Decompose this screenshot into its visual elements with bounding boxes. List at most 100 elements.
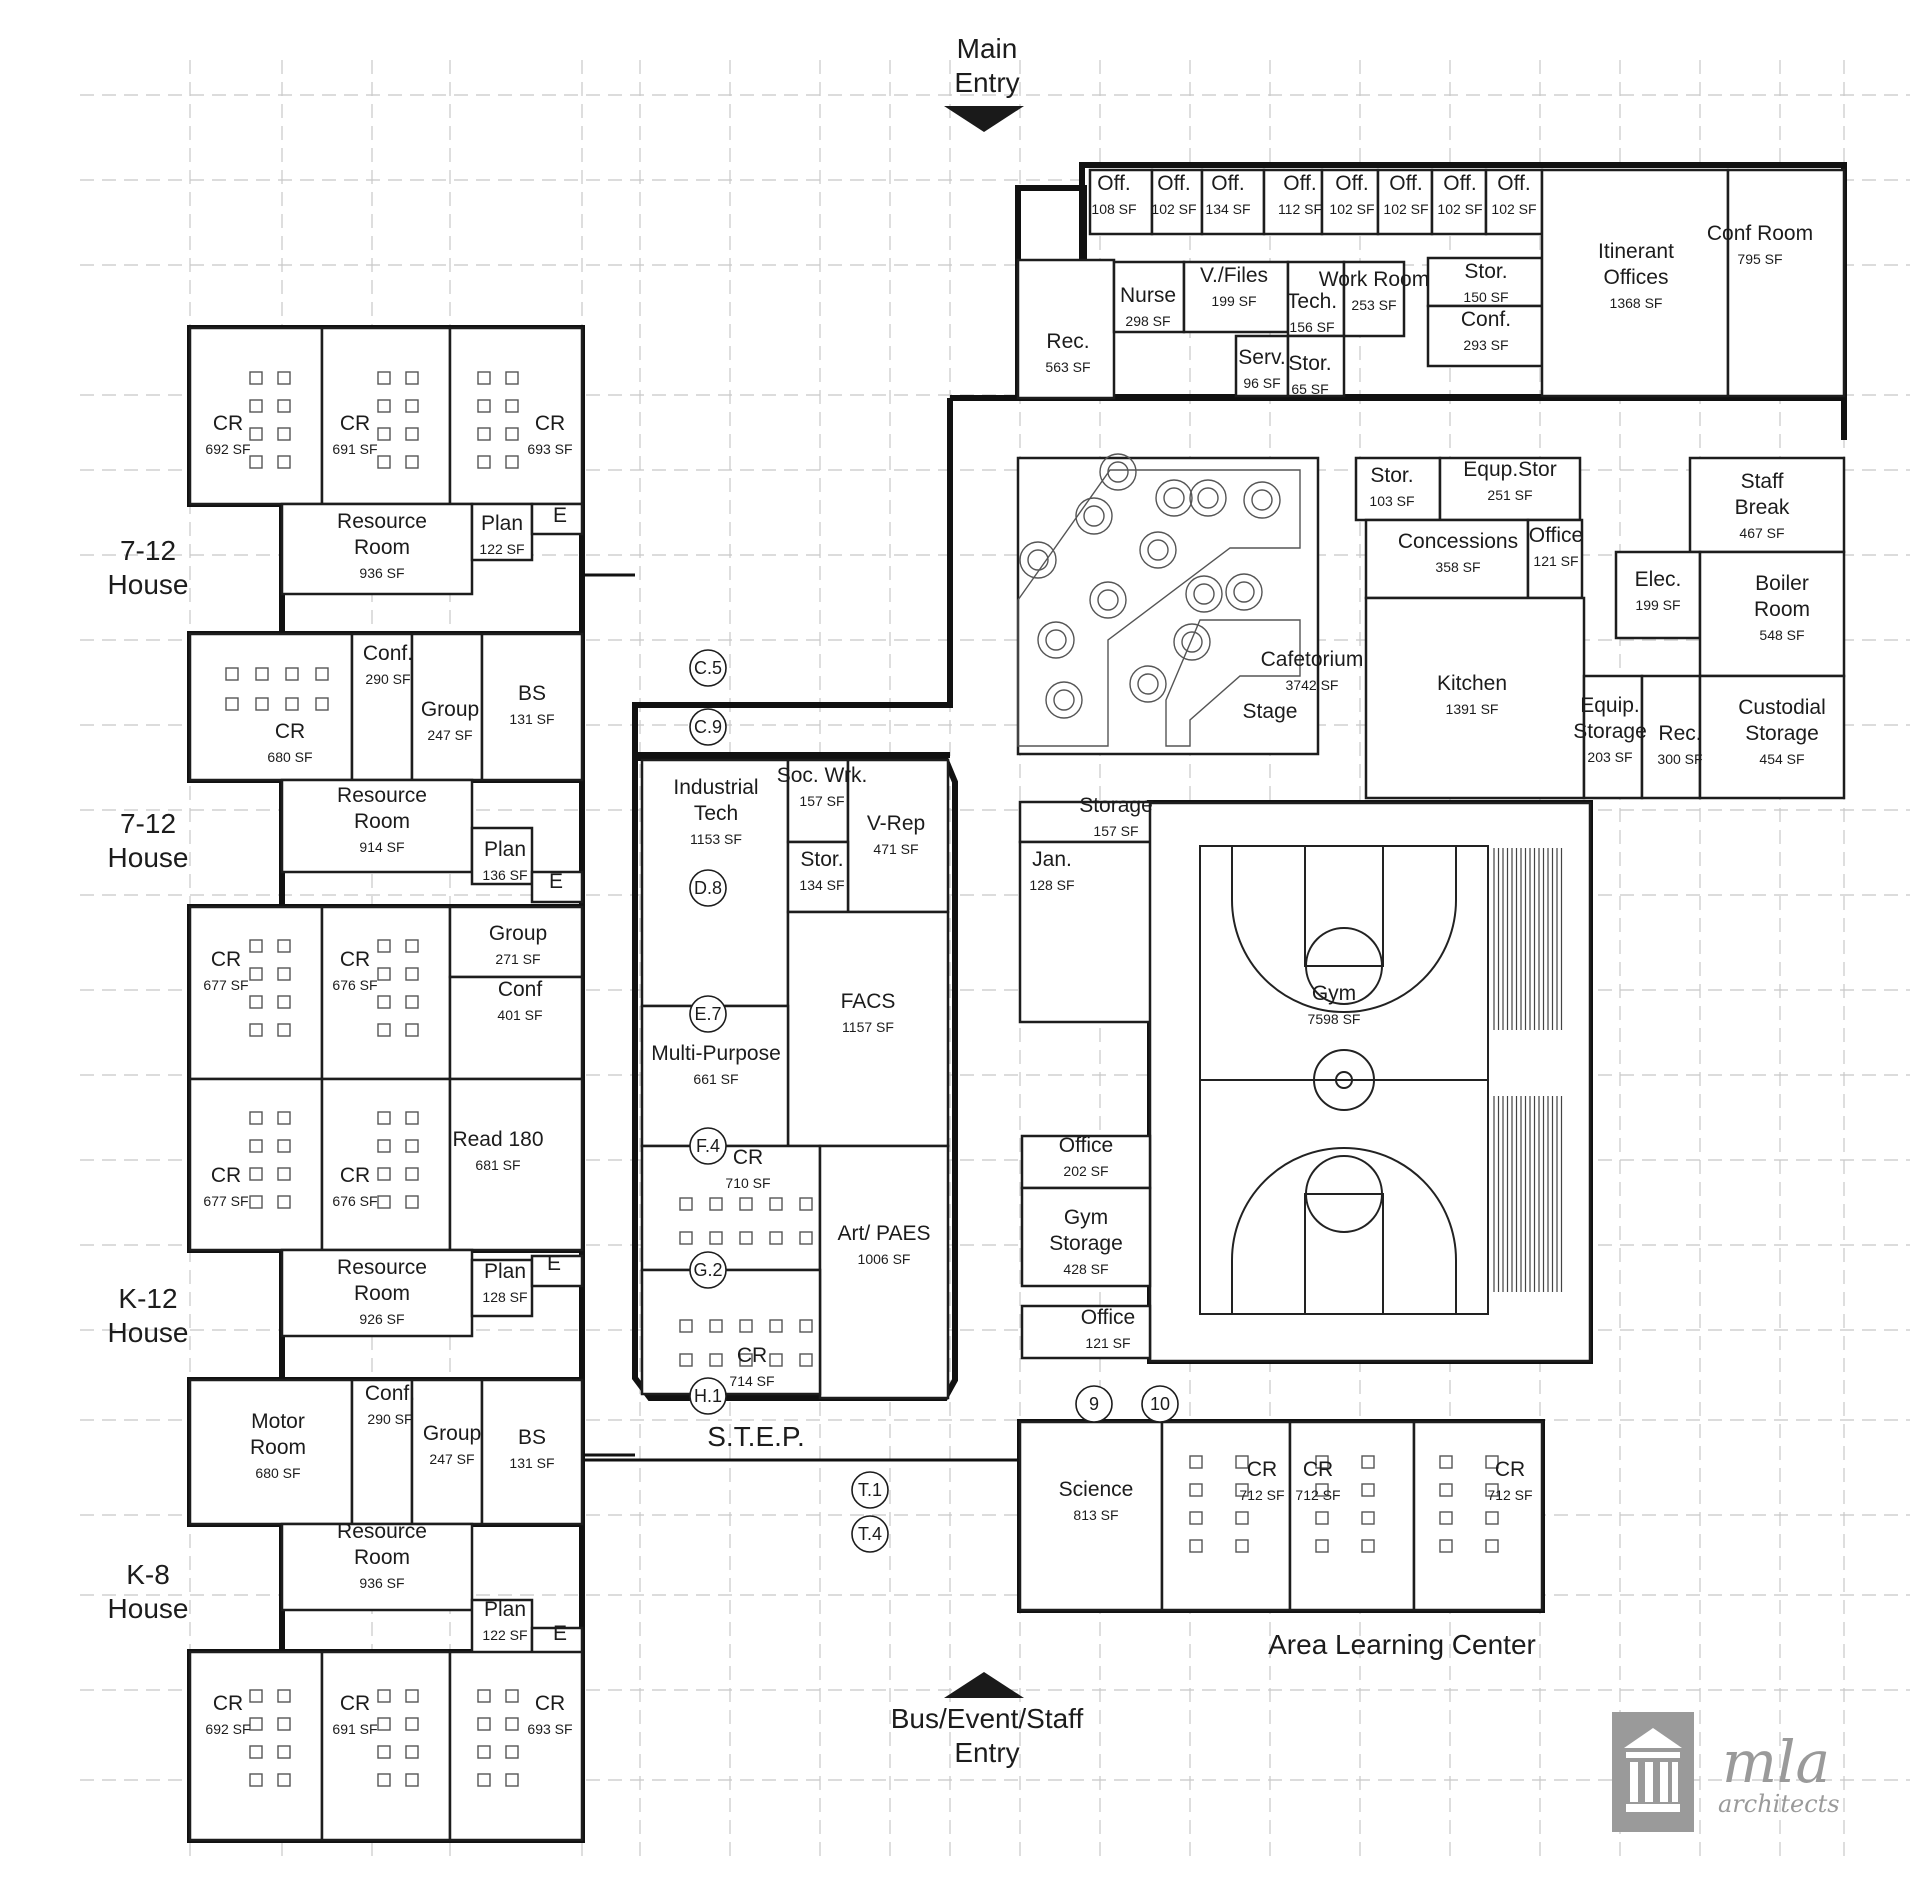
grid-tag-label: D.8 [694, 878, 722, 898]
room-name: Off. [1335, 172, 1368, 195]
main-entry-arrow [944, 106, 1024, 132]
room-name: Multi-Purpose [651, 1042, 781, 1065]
room-area: 661 SF [693, 1071, 738, 1087]
room-area: 401 SF [497, 1007, 542, 1023]
room-name: Group [489, 922, 547, 945]
room-label: Rec.300 SF [1657, 722, 1702, 767]
room-name: Jan. [1032, 848, 1072, 871]
room-area: 131 SF [509, 711, 554, 727]
room-name: Equip. [1580, 694, 1640, 717]
room-area: 1391 SF [1446, 701, 1499, 717]
room-name: CR [340, 1164, 370, 1187]
room-name: Cafetorium [1261, 648, 1364, 671]
grid-tag-label: 9 [1089, 1394, 1099, 1414]
room-area: 693 SF [527, 441, 572, 457]
room-label: Multi-Purpose 661 SF [651, 1042, 781, 1087]
room-area: 253 SF [1351, 297, 1396, 313]
room-name: Stor. [800, 848, 843, 871]
room-area: 358 SF [1435, 559, 1480, 575]
room-name: Off. [1497, 172, 1530, 195]
room-label: Office 202 SF [1059, 1134, 1113, 1179]
room-name: Conf [498, 978, 543, 1001]
room-name: E [553, 504, 567, 527]
room-name: V./Files [1200, 264, 1268, 287]
room-name: Resource [337, 784, 427, 807]
house-label-2a: 7-12 [120, 808, 176, 839]
room-area: 691 SF [332, 441, 377, 457]
room-name: CR [1247, 1458, 1277, 1481]
room-name: Group [423, 1422, 481, 1445]
room-name: Storage [1049, 1232, 1123, 1255]
room-name: CR [733, 1146, 763, 1169]
room-label: E [547, 1252, 561, 1275]
room-area: 199 SF [1211, 293, 1256, 309]
room-name: Plan [484, 838, 526, 861]
grid-tag-label: T.1 [858, 1480, 882, 1500]
room-area: 65 SF [1291, 381, 1328, 397]
room-name: Office [1059, 1134, 1113, 1157]
room-name: CR [213, 412, 243, 435]
room-area: 121 SF [1085, 1335, 1130, 1351]
room-name: Off. [1443, 172, 1476, 195]
bus-entry-label-2: Entry [954, 1737, 1019, 1768]
area-learning-center-label: Area Learning Center [1268, 1629, 1536, 1660]
room-name: Stor. [1370, 464, 1413, 487]
room-area: 3742 SF [1286, 677, 1339, 693]
room-name: Concessions [1398, 530, 1518, 553]
bus-entry-arrow [944, 1672, 1024, 1698]
grid-tag: G.2 [689, 1251, 727, 1289]
house-label-3a: K-12 [118, 1283, 177, 1314]
room-name: E [547, 1252, 561, 1275]
room-name: Nurse [1120, 284, 1176, 307]
room-area: 1368 SF [1610, 295, 1663, 311]
bus-entry-label-1: Bus/Event/Staff [891, 1703, 1084, 1734]
house-label-2b: House [108, 842, 189, 873]
room-area: 202 SF [1063, 1163, 1108, 1179]
room-name: Conf. [365, 1382, 415, 1405]
cafetorium-seating [1017, 453, 1301, 747]
room-name: Motor [251, 1410, 305, 1433]
room-name: Equp.Stor [1463, 458, 1556, 481]
room-name: CR [340, 948, 370, 971]
room-label: Concessions 358 SF [1398, 530, 1518, 575]
room-area: 676 SF [332, 1193, 377, 1209]
room-area: 136 SF [482, 867, 527, 883]
room-name: Science [1059, 1478, 1134, 1501]
room-name: Art/ PAES [838, 1222, 931, 1245]
room-name: Room [354, 810, 410, 833]
room-name: Resource [337, 1520, 427, 1543]
room-area: 251 SF [1487, 487, 1532, 503]
room-name: Staff [1741, 470, 1784, 493]
main-entry-label-1: Main [957, 33, 1018, 64]
room-label: Elec.199 SF [1635, 568, 1682, 613]
room-name: Stor. [1288, 352, 1331, 375]
room-label: Off.102 SF [1329, 172, 1374, 217]
grid-tag-label: T.4 [858, 1524, 882, 1544]
room-name: E [549, 870, 563, 893]
basketball-court [1199, 845, 1563, 1315]
room-name: CR [211, 1164, 241, 1187]
room-area: 677 SF [203, 1193, 248, 1209]
grid-tag-label: C.5 [694, 658, 722, 678]
room-area: 157 SF [799, 793, 844, 809]
grid-tag: C.9 [689, 708, 727, 746]
